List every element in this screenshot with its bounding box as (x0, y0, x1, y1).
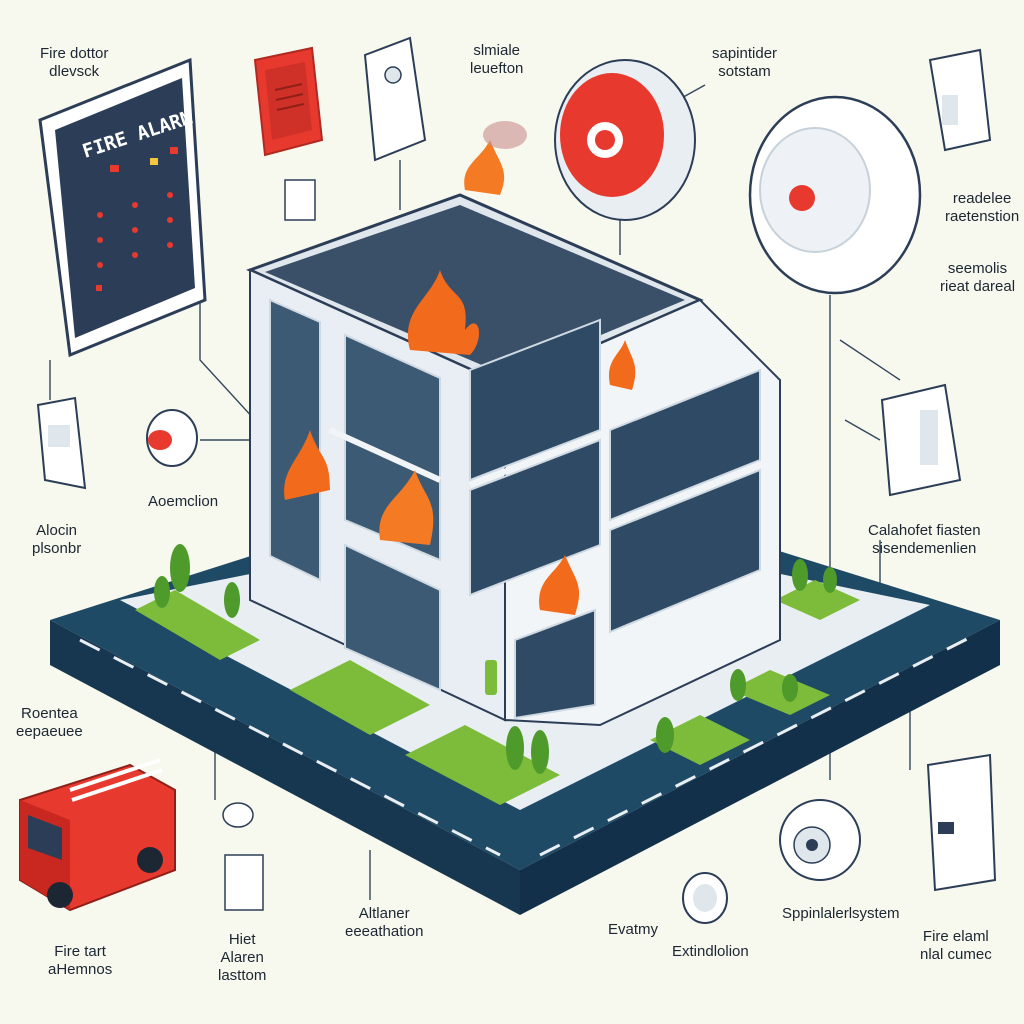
flame-icon (284, 140, 636, 615)
heat-sensor-icon (928, 48, 992, 152)
wall-box-icon (880, 383, 962, 497)
callout-sprinkler-system: Sppinlalerlsystem (782, 905, 900, 922)
building-icon (245, 193, 781, 727)
grass-patches (135, 580, 860, 805)
smoke-detector-icon (284, 36, 427, 221)
tree-icon (154, 544, 837, 774)
callout-extindion: Extindlolion (672, 943, 749, 960)
extinguisher-icon (485, 660, 497, 695)
ceiling-detector-icon (748, 95, 922, 295)
electrical-cabinet-icon (926, 753, 997, 892)
smoke (483, 121, 527, 149)
callout-evatmy: Evatmy (608, 921, 659, 938)
callout-aoemction: Aoemclion (148, 493, 219, 510)
fire-bell-icon (253, 46, 324, 157)
fire-truck-icon (19, 758, 176, 912)
heat-sensor-small-icon (222, 802, 264, 911)
pull-station-icon (36, 396, 198, 490)
smoke-detector-small-icon (682, 872, 728, 924)
alarm-panel-icon (38, 57, 207, 358)
alarm-siren-icon (554, 59, 696, 221)
sprinkler-head-icon (779, 799, 861, 881)
